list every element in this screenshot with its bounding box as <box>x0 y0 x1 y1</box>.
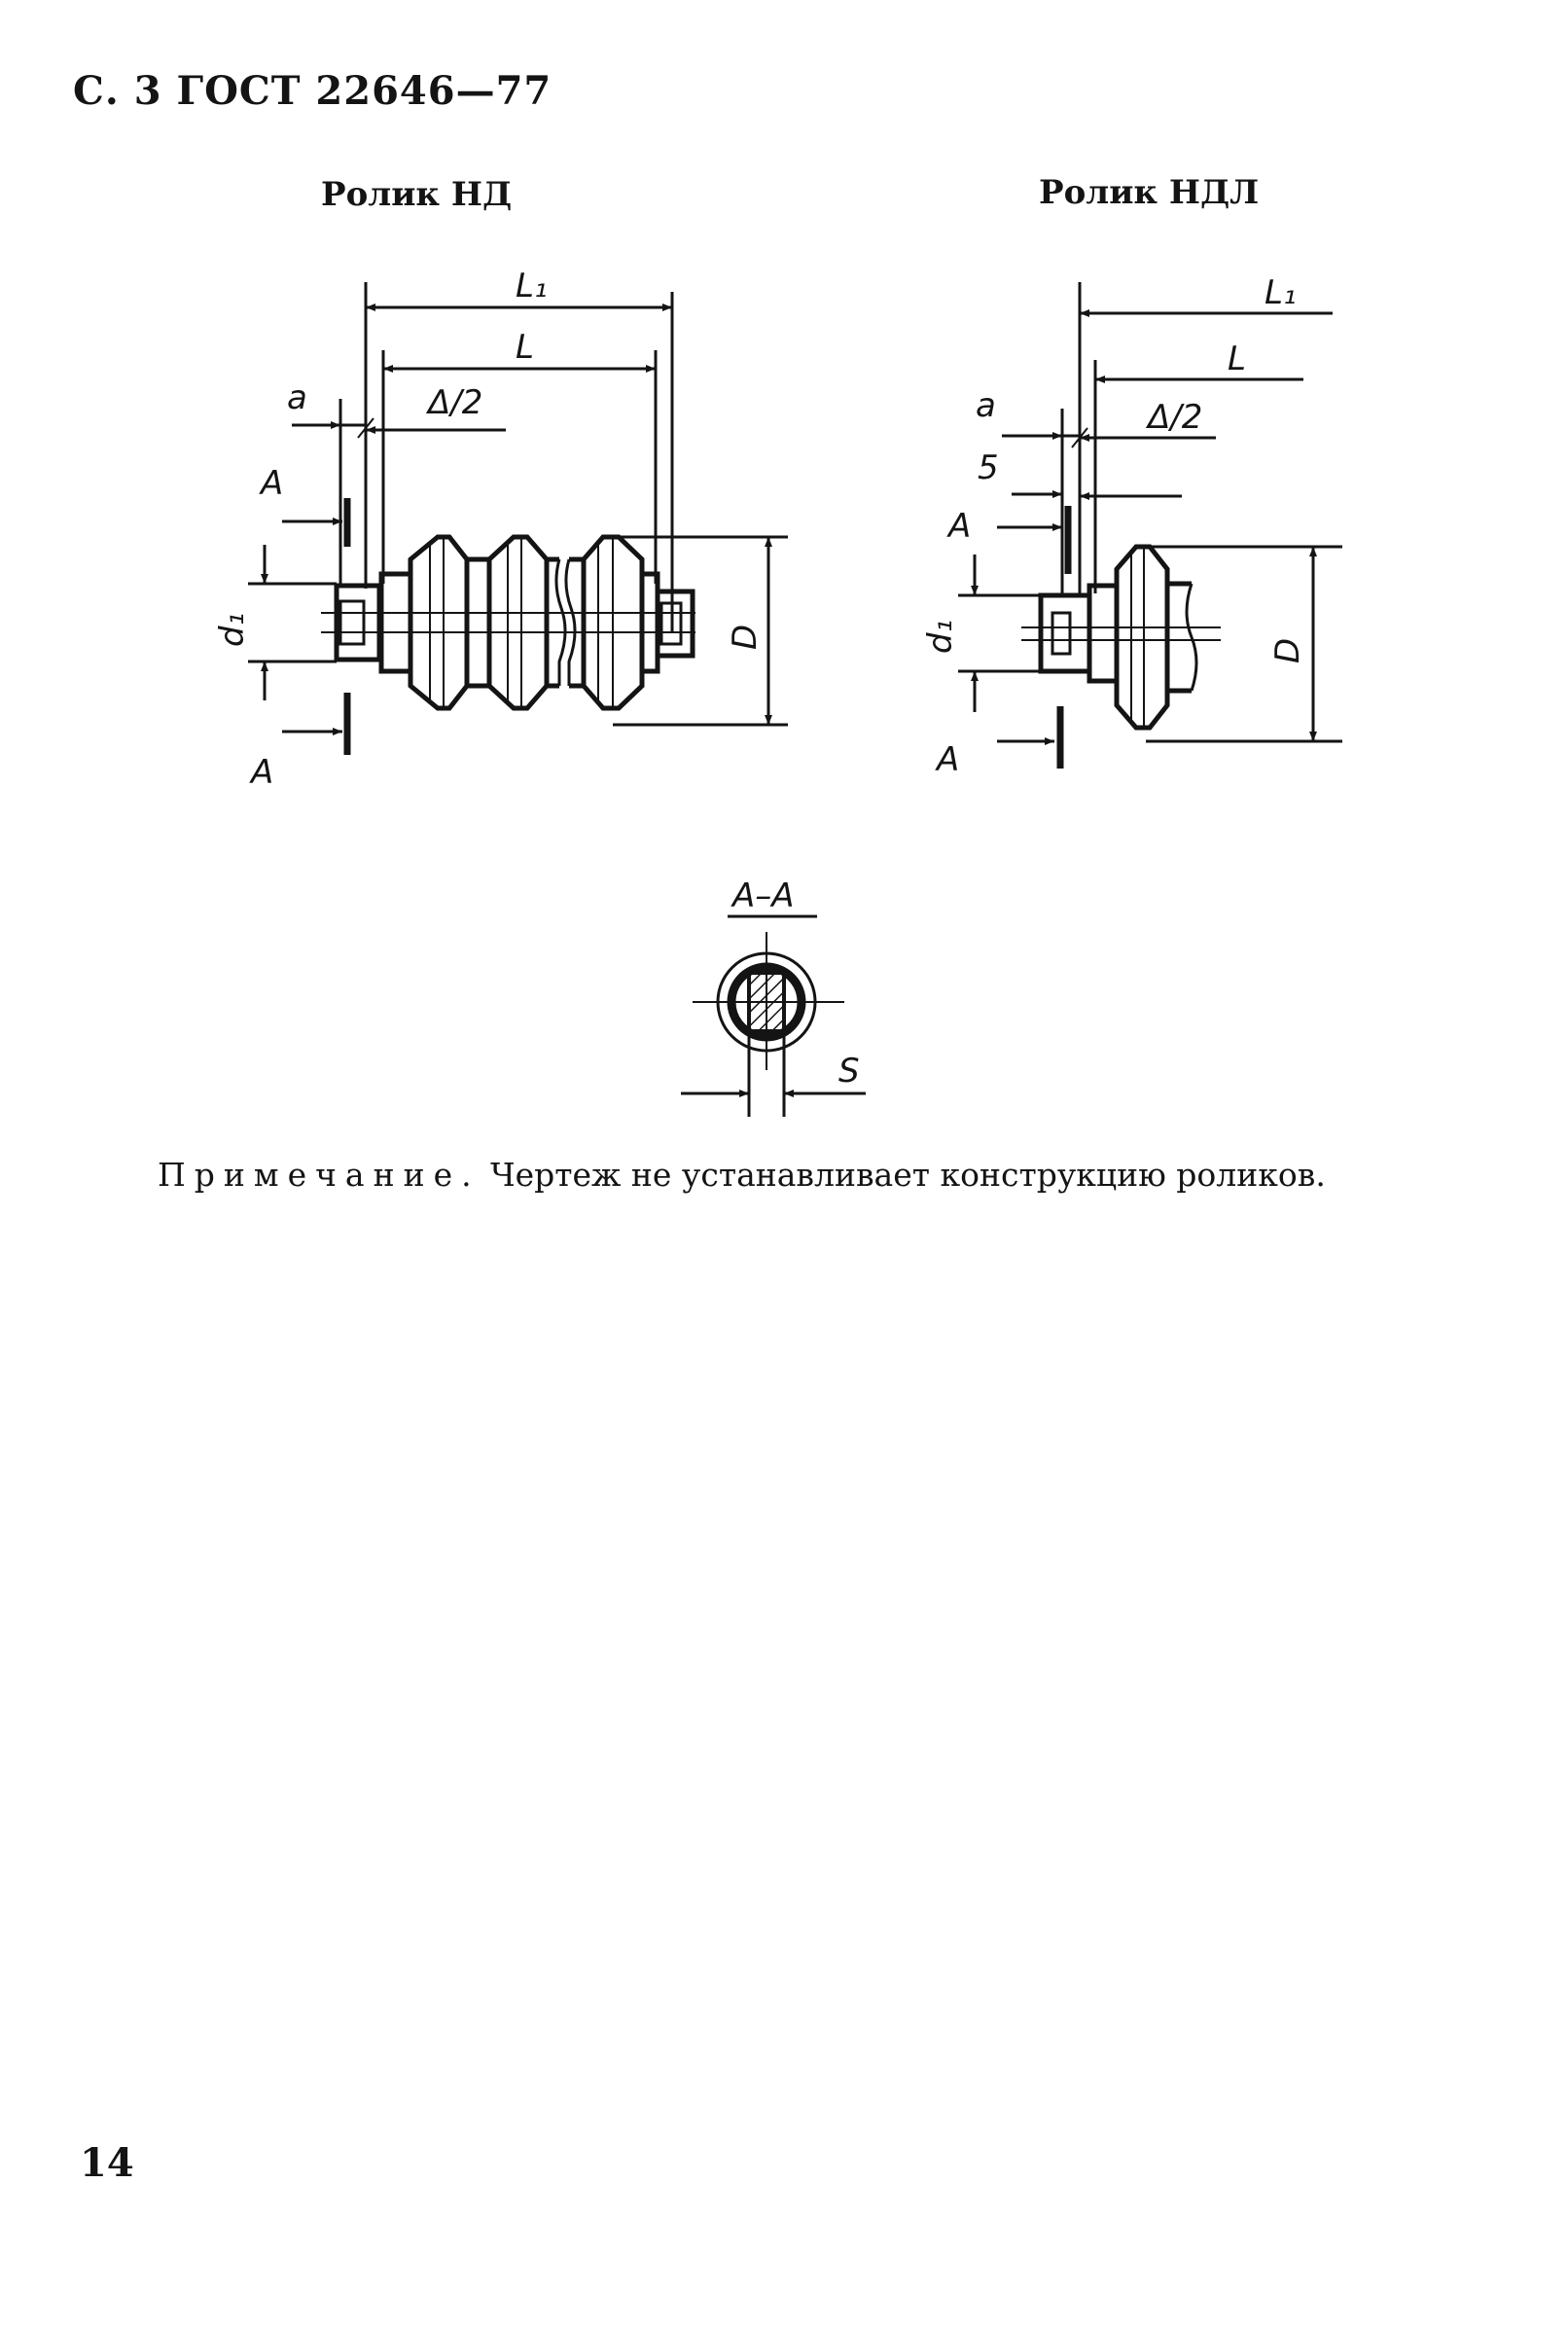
drawing-roller-nd <box>248 282 788 755</box>
nd-label-a-bottom: A <box>249 753 273 792</box>
ndl-label-l: L <box>1228 340 1246 378</box>
ndl-label-l1: L₁ <box>1265 273 1297 312</box>
nd-label-a-top: A <box>259 464 283 503</box>
nd-label-l: L <box>516 328 534 367</box>
note-text: Чертеж не устанавливает конструкцию роли… <box>490 1156 1326 1194</box>
drawing-section-aa <box>681 914 866 1117</box>
ndl-label-delta: Δ/2 <box>1145 398 1202 437</box>
ndl-label-a-bottom: A <box>935 740 959 779</box>
page-number: 14 <box>80 2140 134 2186</box>
note-lead: Примечание. <box>158 1156 481 1194</box>
ndl-label-diameter: D <box>1268 638 1307 663</box>
figure-title-nd: Ролик НД <box>321 175 513 214</box>
nd-label-l1: L₁ <box>516 267 548 305</box>
ndl-label-d1: d₁ <box>921 620 960 654</box>
drawing-note: Примечание. Чертеж не устанавливает конс… <box>158 1156 1326 1194</box>
ndl-label-a: a <box>976 386 996 425</box>
ndl-label-five: 5 <box>978 448 999 487</box>
section-label-s: S <box>838 1052 860 1091</box>
nd-label-a: a <box>287 378 307 417</box>
figure-title-ndl: Ролик НДЛ <box>1039 173 1260 212</box>
section-label-aa: A–A <box>731 877 795 915</box>
page-header: С. 3 ГОСТ 22646—77 <box>73 68 552 114</box>
nd-label-delta: Δ/2 <box>425 383 482 422</box>
ndl-label-a-top: A <box>946 507 971 546</box>
drawing-roller-ndl <box>958 282 1342 769</box>
nd-label-d1: d₁ <box>213 613 252 647</box>
nd-label-diameter: D <box>726 625 765 650</box>
